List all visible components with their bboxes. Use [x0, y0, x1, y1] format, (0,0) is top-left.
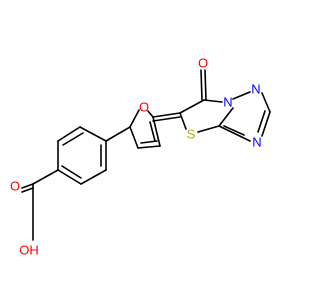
bond-layer — [21, 69, 271, 241]
bond-carbonyl-double-b — [204, 69, 207, 101]
atom-N-triazole-bottom: N — [252, 135, 261, 150]
bond-c-triazole-n-bottom-a — [261, 111, 271, 137]
bond-n-bottom-c-fused — [218, 125, 251, 142]
bond-exo-double-b — [152, 116, 181, 122]
atom-label-layer: O N N N S O O OH — [10, 56, 262, 258]
bond-c-carbonyl-n-bridge — [203, 99, 223, 103]
bond-furan-to-benzene — [105, 126, 131, 142]
bond-n-bridge-n-top — [232, 91, 251, 100]
atom-OH-acid: OH — [19, 243, 39, 258]
bond-cooh-c-o-double-a — [21, 183, 34, 189]
bond-s-c7 — [179, 112, 187, 130]
bond-furan-inner-c4c5 — [149, 121, 156, 142]
atom-N-bridgehead: N — [223, 95, 232, 110]
bond-c-triazole-n-bottom-b — [257, 110, 266, 133]
chemical-structure: O N N N S O O OH — [10, 56, 271, 258]
bond-furan-c4-c5 — [152, 116, 161, 147]
bond-c-fused-s — [197, 125, 220, 133]
molecule-canvas: O N N N S O O OH — [10, 56, 271, 258]
bond-benz-inner-a — [62, 132, 84, 146]
bond-benz-c2-c3 — [57, 126, 81, 142]
atom-S-thiazole: S — [187, 127, 196, 142]
bond-cooh-c-o-double-b — [21, 187, 34, 193]
bond-benz-c1-c2 — [79, 126, 107, 142]
bond-n-top-c-triazole — [261, 92, 271, 113]
atom-O-furan: O — [139, 100, 149, 115]
bond-furan-c5-o — [147, 110, 154, 118]
atom-O-acid-carbonyl: O — [10, 179, 20, 194]
atom-N-triazole-top: N — [251, 82, 260, 97]
bond-exo-double-a — [152, 112, 181, 118]
bond-furan-c3-c4 — [137, 145, 161, 149]
bond-c7-c-carbonyl — [179, 99, 205, 114]
bond-furan-o-c2 — [129, 109, 140, 128]
bond-benz-inner-b — [61, 165, 82, 179]
bond-benz-c5-c6 — [80, 169, 107, 185]
bond-benz-to-cooh — [32, 169, 59, 185]
bond-fused-inner-double — [223, 125, 245, 136]
bond-n-bridge-c-fused — [218, 107, 234, 127]
bond-furan-c2-c3 — [129, 126, 139, 149]
bond-carbonyl-double-a — [200, 69, 203, 101]
bond-benz-c4-c5 — [57, 169, 82, 185]
atom-O-carbonyl: O — [198, 56, 208, 71]
